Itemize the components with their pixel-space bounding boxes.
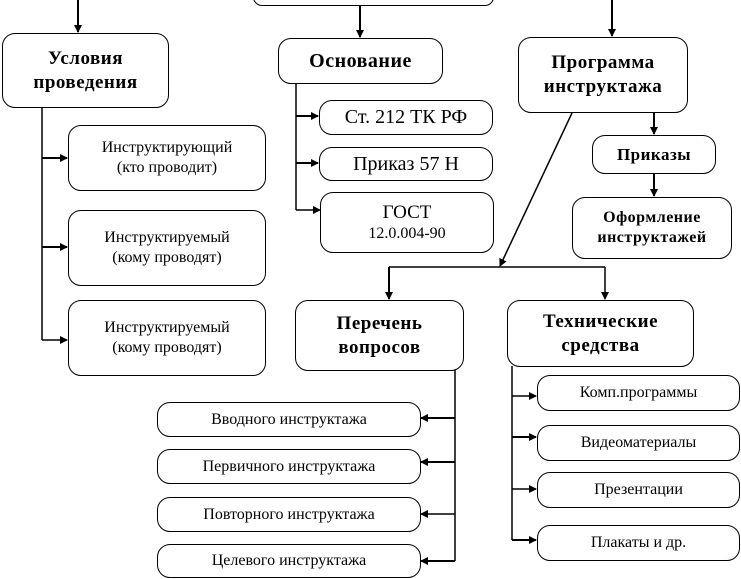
- registration-box: Оформление инструктажей: [572, 197, 732, 259]
- basis-box: Основание: [278, 38, 443, 84]
- gost-line1: ГОСТ: [382, 201, 432, 223]
- posters-label: Плакаты и др.: [590, 534, 687, 551]
- target-briefing-label: Целевого инструктажа: [211, 552, 367, 569]
- software-box: Комп.программы: [537, 375, 740, 411]
- repeat-briefing-box: Повторного инструктажа: [157, 497, 421, 532]
- technical-box: Технические средства: [507, 300, 694, 367]
- conditions-box: Условия проведения: [2, 33, 169, 108]
- registration-line2: инструктажей: [597, 229, 707, 246]
- questions-title-line1: Перечень: [336, 312, 423, 334]
- basis-title: Основание: [309, 49, 412, 72]
- primary-briefing-label: Первичного инструктажа: [202, 457, 376, 475]
- questions-title-line2: вопросов: [338, 336, 421, 358]
- instructed-1-line2: (кому проводят): [112, 249, 222, 266]
- program-title-line2: инструктажа: [543, 76, 663, 97]
- orders-label: Приказы: [616, 144, 692, 164]
- instructed-box-2: Инструктируемый (кому проводят): [68, 300, 266, 376]
- technical-title-line1: Технические: [542, 310, 659, 332]
- presentations-label: Презентации: [594, 481, 683, 498]
- intro-briefing-label: Вводного инструктажа: [211, 410, 367, 428]
- instructor-line2: (кто проводит): [116, 159, 218, 176]
- program-box: Программа инструктажа: [518, 37, 688, 113]
- order57-label: Приказ 57 Н: [353, 152, 459, 175]
- software-label: Комп.программы: [579, 384, 698, 401]
- presentations-box: Презентации: [537, 472, 740, 508]
- repeat-briefing-label: Повторного инструктажа: [203, 505, 375, 523]
- registration-line1: Оформление: [603, 209, 701, 226]
- diagonal-arrow: [499, 112, 573, 267]
- conditions-title-line1: Условия: [47, 47, 123, 69]
- target-briefing-box: Целевого инструктажа: [157, 544, 421, 578]
- questions-box: Перечень вопросов: [295, 300, 464, 371]
- art212-label: Ст. 212 ТК РФ: [344, 106, 468, 128]
- top-center-box: [253, 0, 494, 6]
- gost-box: ГОСТ 12.0.004-90: [320, 192, 494, 253]
- order57-box: Приказ 57 Н: [319, 147, 493, 181]
- video-label: Видеоматериалы: [580, 434, 697, 451]
- primary-briefing-box: Первичного инструктажа: [157, 449, 421, 484]
- art212-box: Ст. 212 ТК РФ: [319, 100, 493, 135]
- video-box: Видеоматериалы: [537, 425, 740, 461]
- posters-box: Плакаты и др.: [537, 525, 740, 561]
- instructor-line1: Инструктирующий: [101, 139, 233, 156]
- technical-title-line2: средства: [561, 334, 640, 356]
- intro-briefing-box: Вводного инструктажа: [157, 402, 421, 437]
- instructed-box-1: Инструктируемый (кому проводят): [68, 210, 266, 286]
- gost-line2: 12.0.004-90: [368, 225, 446, 243]
- instructed-1-line1: Инструктируемый: [104, 229, 230, 246]
- instructed-2-line1: Инструктируемый: [104, 319, 230, 336]
- instructed-2-line2: (кому проводят): [112, 339, 222, 356]
- instructor-box: Инструктирующий (кто проводит): [68, 125, 266, 191]
- conditions-title-line2: проведения: [33, 71, 138, 93]
- program-title-line1: Программа: [551, 52, 655, 74]
- orders-box: Приказы: [592, 135, 716, 174]
